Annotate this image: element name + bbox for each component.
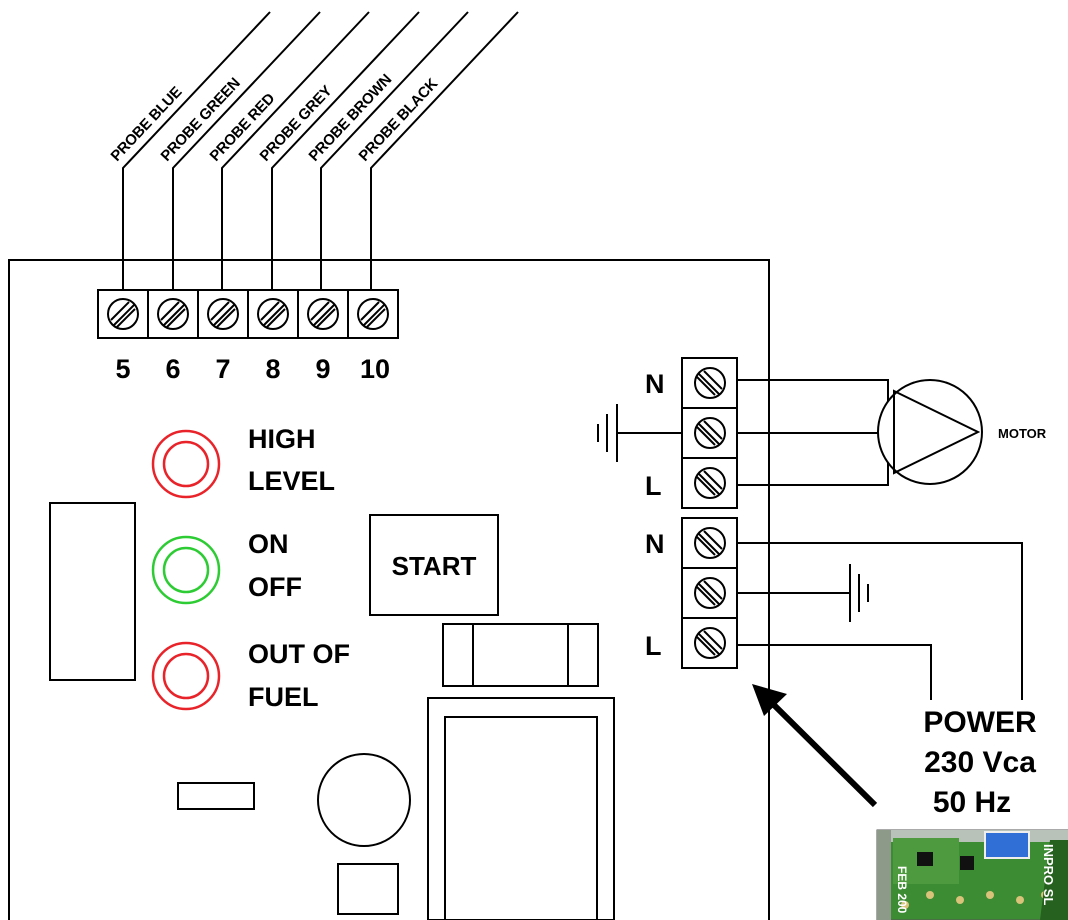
terminal-number: 5 [115, 354, 130, 384]
start-label: START [392, 551, 477, 581]
power-voltage: 230 Vca [924, 746, 1036, 779]
led-ring [151, 429, 221, 499]
power-wires [737, 542, 1023, 700]
probe-labels: PROBE BLUE PROBE GREEN PROBE RED PROBE G… [108, 71, 442, 165]
led-on-off: ON OFF [151, 529, 302, 605]
probe-terminal-block [97, 289, 399, 339]
led-label: FUEL [248, 682, 319, 712]
screw-icon [694, 467, 726, 499]
ground-icon [849, 564, 869, 622]
fuse-holder [442, 623, 599, 687]
screw-icon [694, 577, 726, 609]
screw-icon [694, 417, 726, 449]
pcb-text: INPRO SL [1041, 844, 1056, 905]
terminal-number: 8 [265, 354, 280, 384]
led-ring-inner [162, 440, 210, 488]
screw-icon [257, 298, 289, 330]
led-ring-inner [162, 546, 210, 594]
relay-component [49, 502, 136, 681]
led-ring [151, 641, 221, 711]
line-label: L [645, 631, 662, 661]
led-ring-inner [162, 652, 210, 700]
terminal-number: 9 [315, 354, 330, 384]
screw-icon [694, 527, 726, 559]
led-ring [151, 535, 221, 605]
arrow-icon [752, 684, 878, 808]
led-label: LEVEL [248, 466, 335, 496]
screw-icon [694, 627, 726, 659]
terminal-number: 7 [215, 354, 230, 384]
pcb-photo: INPRO SL FEB 200 [876, 829, 1068, 920]
neutral-label: N [645, 369, 665, 399]
motor-wires [617, 379, 889, 486]
led-label: OFF [248, 572, 302, 602]
small-component [337, 863, 399, 915]
power-terminal-block: N L [645, 517, 738, 669]
board-outline [8, 259, 770, 920]
motor-icon [877, 379, 983, 485]
led-label: HIGH [248, 424, 316, 454]
terminal-number: 10 [360, 354, 390, 384]
transformer [427, 697, 615, 920]
probe-wires [122, 11, 519, 290]
terminal-number: 6 [165, 354, 180, 384]
screw-icon [307, 298, 339, 330]
screw-icon [207, 298, 239, 330]
ground-icon [597, 404, 618, 462]
motor-label: MOTOR [998, 426, 1047, 441]
power-frequency: 50 Hz [933, 786, 1011, 819]
power-title: POWER [923, 706, 1037, 739]
capacitor [317, 753, 411, 847]
start-button[interactable]: START [369, 514, 499, 616]
line-label: L [645, 471, 662, 501]
screw-icon [694, 367, 726, 399]
neutral-label: N [645, 529, 665, 559]
pcb-text: FEB 200 [895, 866, 909, 914]
led-label: OUT OF [248, 639, 350, 669]
screw-icon [157, 298, 189, 330]
power-label: POWER 230 Vca 50 Hz [923, 706, 1037, 819]
terminal-numbers: 5 6 7 8 9 10 [115, 354, 390, 384]
led-high-level: HIGH LEVEL [151, 424, 335, 499]
screw-icon [107, 298, 139, 330]
screw-icon [357, 298, 389, 330]
led-label: ON [248, 529, 289, 559]
small-component [177, 782, 255, 810]
led-out-of-fuel: OUT OF FUEL [151, 639, 350, 712]
